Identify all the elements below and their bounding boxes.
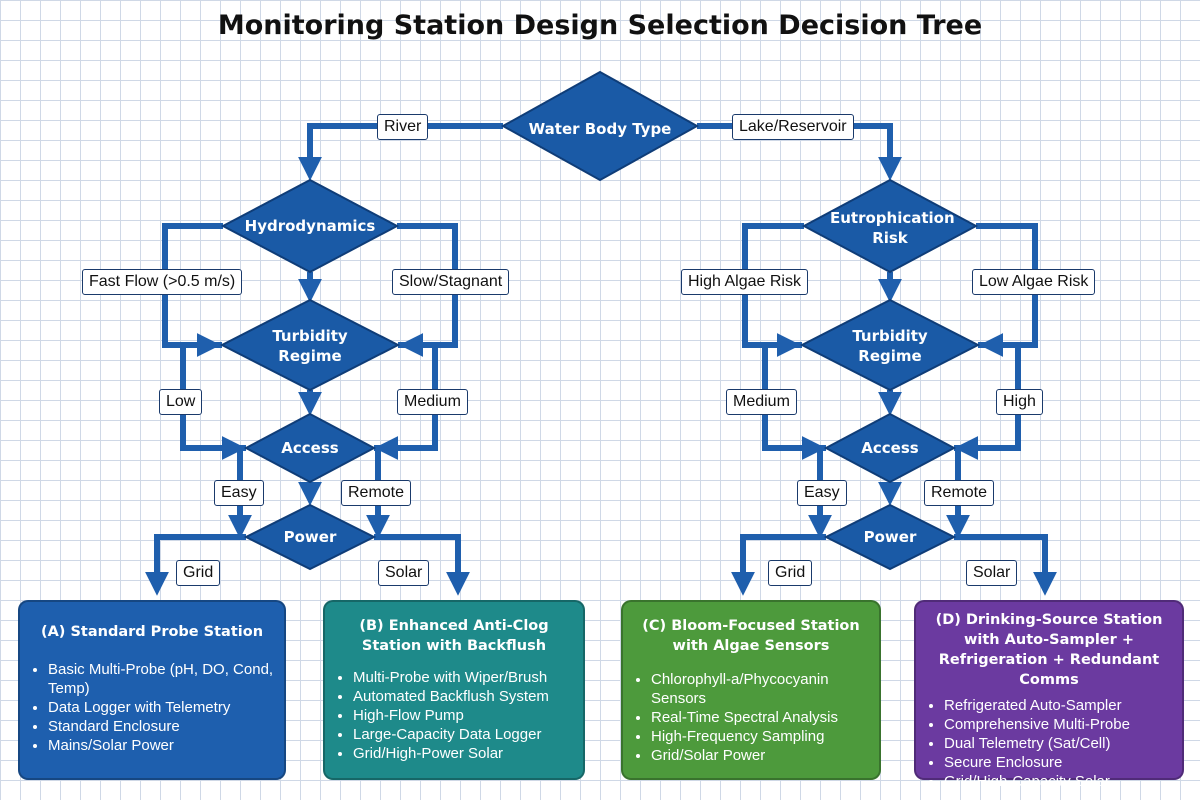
card-item: Real-Time Spectral Analysis <box>651 708 869 727</box>
card-title: (D) Drinking-Source Station with Auto-Sa… <box>935 612 1163 688</box>
card-item: Large-Capacity Data Logger <box>353 725 573 744</box>
node-eutrophication: Eutrophication Risk <box>830 209 955 247</box>
card-item-list: Basic Multi-Probe (pH, DO, Cond, Temp) D… <box>20 660 284 755</box>
node-access-left: Access <box>281 439 339 457</box>
edge-grid-left <box>145 534 246 596</box>
card-item: Secure Enclosure <box>944 753 1172 772</box>
edge-label-grid-right: Grid <box>768 560 813 586</box>
node-power-left: Power <box>283 528 337 546</box>
edge-grid-right <box>731 534 826 596</box>
card-item: Refrigerated Auto-Sampler <box>944 696 1172 715</box>
card-anti-clog-station: (B) Enhanced Anti-Clog Station with Back… <box>323 600 585 780</box>
card-item: High-Flow Pump <box>353 706 573 725</box>
diamond-turbidity-left <box>219 298 401 392</box>
node-water-body-type: Water Body Type <box>528 120 672 138</box>
edge-label-high: High <box>996 389 1043 415</box>
edge-label-medium-right: Medium <box>726 389 797 415</box>
edge-label-solar-left: Solar <box>378 560 430 586</box>
node-power-right: Power <box>863 528 917 546</box>
card-item: Multi-Probe with Wiper/Brush <box>353 668 573 687</box>
edge-solar-left <box>374 534 470 596</box>
card-item: Automated Backflush System <box>353 687 573 706</box>
card-item: Mains/Solar Power <box>48 736 274 755</box>
edge-label-lake: Lake/Reservoir <box>732 114 854 140</box>
edge-label-slow: Slow/Stagnant <box>392 269 510 295</box>
edge-label-remote-left: Remote <box>341 480 412 506</box>
card-item: Dual Telemetry (Sat/Cell) <box>944 734 1172 753</box>
card-item-list: Multi-Probe with Wiper/Brush Automated B… <box>325 668 583 763</box>
card-item: Comprehensive Multi-Probe <box>944 715 1172 734</box>
diamond-access-right <box>823 412 957 484</box>
card-item: Basic Multi-Probe (pH, DO, Cond, Temp) <box>48 660 274 698</box>
card-item: Data Logger with Telemetry <box>48 698 274 717</box>
diamond-water-body <box>500 70 700 182</box>
edge-label-river: River <box>377 114 429 140</box>
card-item: Standard Enclosure <box>48 717 274 736</box>
page-title: Monitoring Station Design Selection Deci… <box>217 10 983 41</box>
card-item: Grid/High-Capacity Solar <box>944 772 1172 791</box>
diamond-power-right <box>823 503 957 571</box>
diamond-power-left <box>243 503 377 571</box>
card-item-list: Refrigerated Auto-Sampler Comprehensive … <box>916 696 1182 791</box>
edge-label-high-algae: High Algae Risk <box>681 269 808 295</box>
card-item: Chlorophyll-a/Phycocyanin Sensors <box>651 670 869 708</box>
diamond-access-left <box>243 412 377 484</box>
edge-label-grid-left: Grid <box>176 560 221 586</box>
card-title: (C) Bloom-Focused Station with Algae Sen… <box>642 618 860 654</box>
card-item: High-Frequency Sampling <box>651 727 869 746</box>
node-access-right: Access <box>861 439 919 457</box>
edge-label-solar-right: Solar <box>966 560 1018 586</box>
card-drinking-source-station: (D) Drinking-Source Station with Auto-Sa… <box>914 600 1184 790</box>
node-turbidity-left: Turbidity Regime <box>272 327 348 365</box>
card-title: (A) Standard Probe Station <box>40 624 264 640</box>
edge-label-fast-flow: Fast Flow (>0.5 m/s) <box>82 269 243 295</box>
card-item: Grid/Solar Power <box>651 746 869 765</box>
edge-label-easy-left: Easy <box>214 480 264 506</box>
node-hydrodynamics: Hydrodynamics <box>244 217 376 235</box>
diamond-eutrophication <box>801 178 979 274</box>
diamond-turbidity-right <box>799 298 981 392</box>
diamond-hydrodynamics <box>220 178 400 274</box>
edge-solar-right <box>954 534 1057 596</box>
edge-river <box>298 123 503 181</box>
card-item-list: Chlorophyll-a/Phycocyanin Sensors Real-T… <box>623 670 879 765</box>
card-item: Grid/High-Power Solar <box>353 744 573 763</box>
card-bloom-focused-station: (C) Bloom-Focused Station with Algae Sen… <box>621 600 881 780</box>
card-title: (B) Enhanced Anti-Clog Station with Back… <box>359 618 549 654</box>
edge-label-low-algae: Low Algae Risk <box>972 269 1096 295</box>
edge-label-remote-right: Remote <box>924 480 995 506</box>
edge-label-low: Low <box>159 389 203 415</box>
edge-label-medium-left: Medium <box>397 389 468 415</box>
edge-label-easy-right: Easy <box>797 480 847 506</box>
node-turbidity-right: Turbidity Regime <box>852 327 928 365</box>
card-standard-probe-station: (A) Standard Probe Station Basic Multi-P… <box>18 600 286 780</box>
